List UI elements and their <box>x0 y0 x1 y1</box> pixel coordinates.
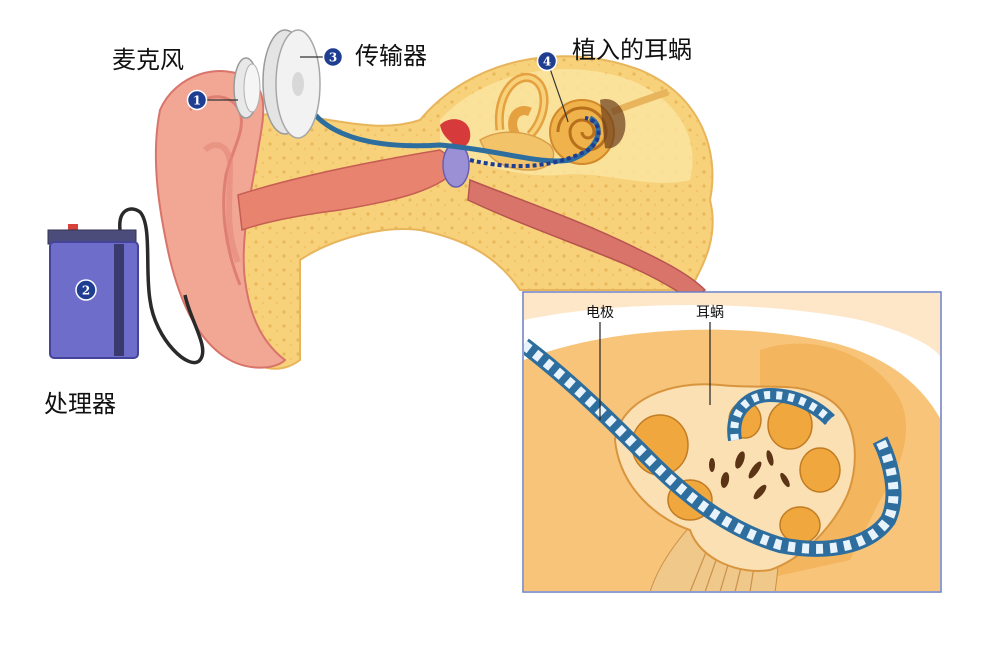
label-microphone: 麦克风 <box>112 46 184 74</box>
ossicles <box>440 119 471 147</box>
transmitter-device <box>262 29 321 139</box>
label-transmitter: 传输器 <box>355 42 427 70</box>
processor-cable <box>118 207 205 365</box>
implant-lead <box>297 79 601 169</box>
badge-3: 3 <box>322 46 344 68</box>
inset-label-electrode: 电极 <box>586 305 614 321</box>
auricle-fold <box>188 95 243 286</box>
ear-canal <box>237 149 464 232</box>
badge-1-number: 1 <box>193 94 201 108</box>
badge-1: 1 <box>186 89 208 111</box>
processor-device <box>47 224 139 359</box>
microphone-device <box>233 57 261 119</box>
badge-4-number: 4 <box>543 55 551 69</box>
label-implant: 植入的耳蜗 <box>572 36 692 64</box>
inset-panel <box>522 291 942 593</box>
nerve-shadow <box>600 99 626 149</box>
badge-2: 2 <box>75 279 97 301</box>
inset-label-cochlea: 耳蜗 <box>696 305 724 321</box>
inset-leader-lines <box>599 322 711 420</box>
auricle-inner <box>202 142 241 264</box>
label-processor: 处理器 <box>44 390 116 418</box>
badge-3-number: 3 <box>329 51 337 65</box>
badge-2-number: 2 <box>82 284 90 298</box>
badge-4: 4 <box>536 50 558 72</box>
